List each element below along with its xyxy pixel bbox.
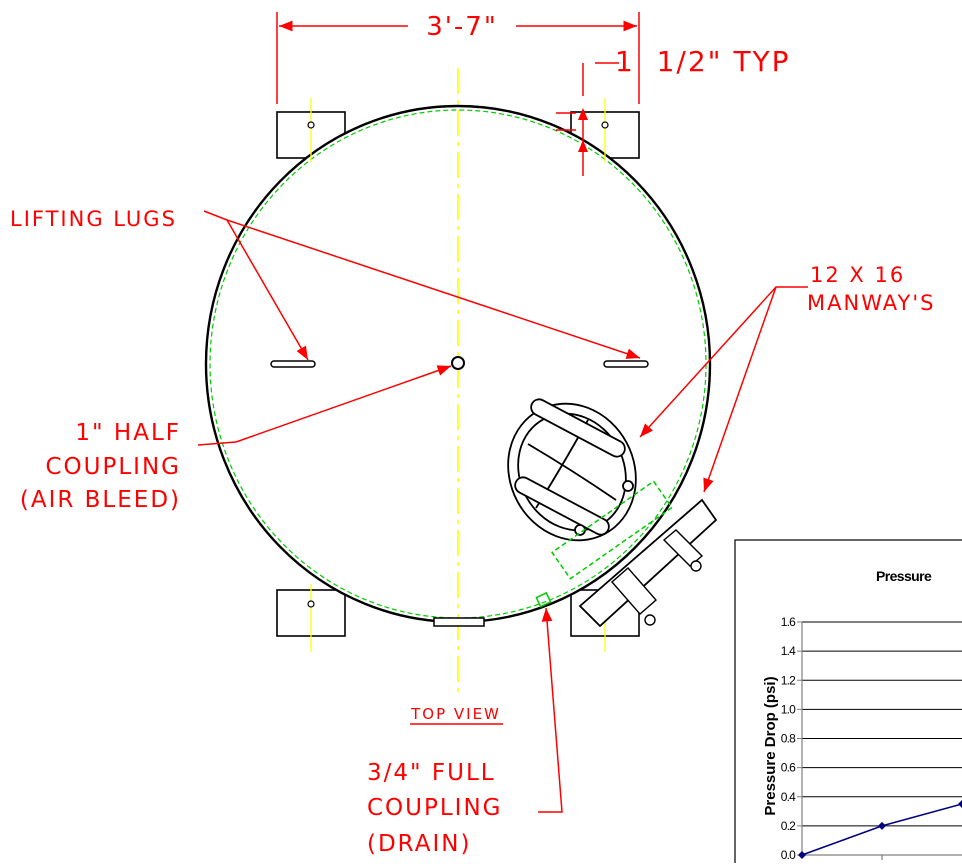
chart-frame [734,539,962,868]
dimension-width [276,12,640,104]
air-bleed-coupling [451,356,465,370]
chart-y-tick-label: 0.2 [781,819,796,833]
manway-top [507,398,637,542]
chart-title: Pressure [876,568,932,584]
full-coupling-label-line2: COUPLING [367,795,503,821]
chart-point [798,851,806,859]
chart-y-axis-title: Pressure Drop (psi) [762,676,779,815]
bottom-pad [433,617,485,627]
chart-point [958,800,962,809]
drain-coupling [535,591,552,608]
full-coupling-label-line1: 3/4" FULL [367,760,496,786]
dimension-width-label: 3'-7" [426,12,498,42]
chart-y-tick-label: 0.6 [781,761,796,775]
half-coupling-label-line3: (AIR BLEED) [20,487,181,513]
half-coupling-label-line2: COUPLING [46,454,182,480]
half-coupling-label-line1: 1" HALF [75,420,181,446]
chart-y-tick-label: 1.6 [781,615,796,629]
lifting-lug-left [270,360,316,368]
dimension-edge-offset-label: 1 1/2" TYP [615,45,791,78]
lifting-lugs-label: LIFTING LUGS [10,207,177,231]
chart-series [798,800,962,859]
pressure-drop-chart: Pressure Pressure Drop (psi) 0.00.20.40.… [734,539,962,868]
lifting-lug-right [603,360,649,368]
chart-gridlines [802,621,962,827]
leader-lines [197,210,808,813]
view-title: TOP VIEW [410,705,501,723]
chart-y-tick-label: 1.4 [781,644,796,658]
chart-y-tick-label: 1.0 [781,702,796,716]
chart-y-tick-label: 0.4 [781,790,796,804]
manways-label-line1: 12 X 16 [810,263,905,287]
full-coupling-label-line3: (DRAIN) [367,831,471,857]
chart-y-tick-label: 0.8 [781,732,796,746]
manways-label-line2: MANWAY'S [807,291,935,315]
manway-side [550,480,718,628]
chart-y-tick-labels: 0.0 0.2 0.4 0.6 0.8 1.0 1.2 1.4 1.6 [781,615,802,862]
chart-y-tick-label: 1.2 [781,673,796,687]
chart-point [878,821,886,830]
chart-y-tick-label: 0.0 [781,848,796,862]
